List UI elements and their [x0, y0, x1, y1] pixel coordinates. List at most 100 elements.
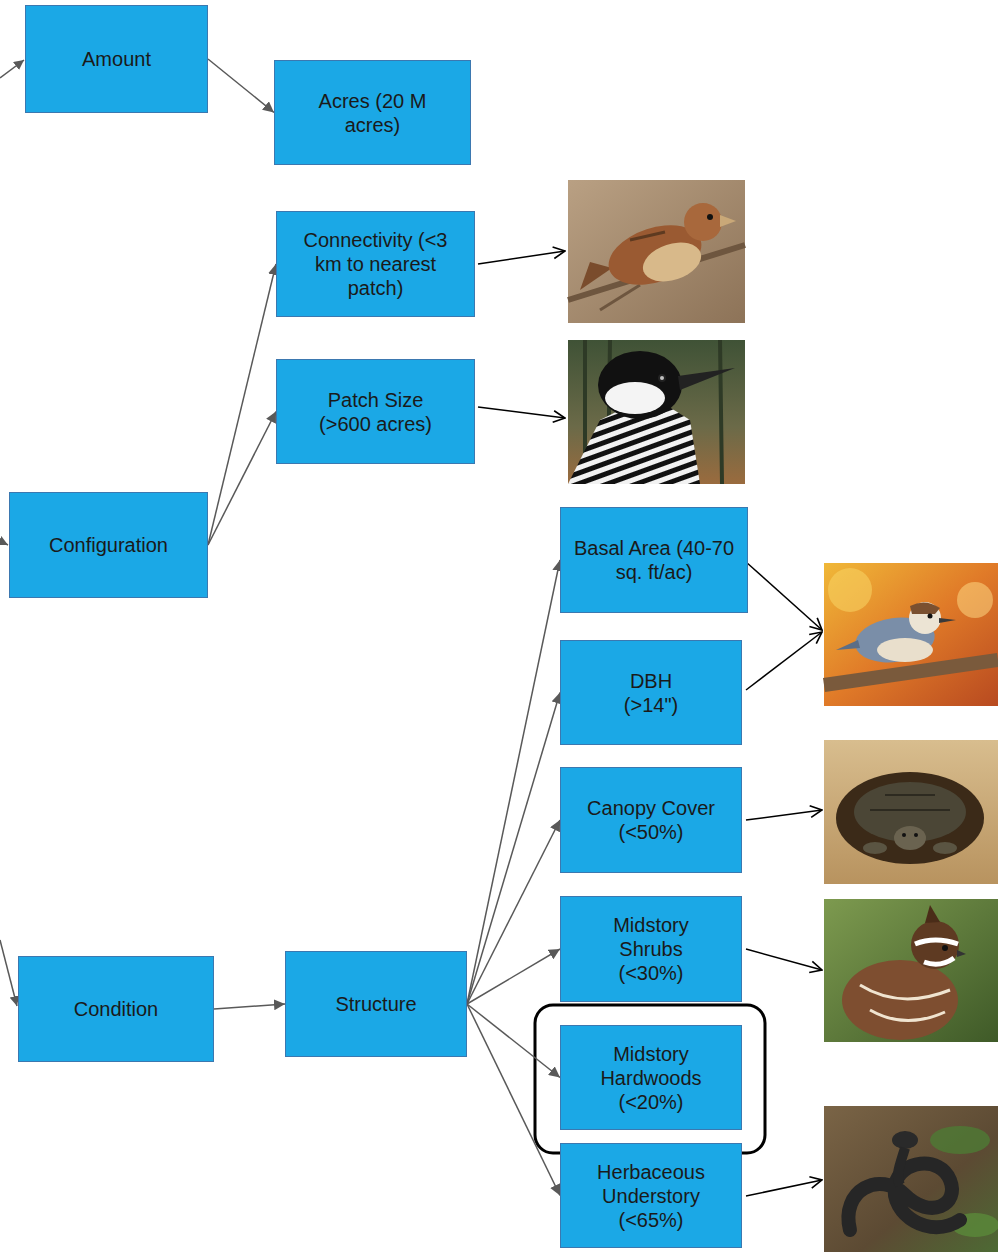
snake-photo	[824, 1106, 998, 1252]
photo-pointer	[746, 949, 822, 970]
woodpecker-photo-part	[660, 376, 664, 380]
woodpecker-photo-part	[678, 368, 735, 390]
nuthatch-photo	[824, 563, 998, 706]
nuthatch-photo-part	[828, 568, 872, 612]
incoming-line	[0, 541, 8, 545]
sparrow-photo-part	[630, 232, 665, 240]
process-box: Patch Size (>600 acres)	[276, 359, 475, 464]
connector-arrow	[467, 560, 560, 1004]
process-box: Condition	[18, 956, 214, 1062]
quail-photo-part	[924, 958, 954, 964]
box-label: Condition	[74, 997, 159, 1021]
nuthatch-photo-part	[824, 660, 998, 685]
nuthatch-photo-part	[957, 582, 993, 618]
connector-arrow	[467, 1004, 560, 1078]
woodpecker-photo-part	[598, 351, 682, 419]
snake-photo-part	[930, 1126, 990, 1154]
nuthatch-photo-part	[910, 602, 940, 614]
process-box: DBH (>14")	[560, 640, 742, 745]
process-box: Canopy Cover (<50%)	[560, 767, 742, 873]
sparrow-photo-part	[638, 236, 706, 289]
quail-photo-part	[860, 985, 950, 999]
quail-photo-part	[842, 960, 958, 1040]
nuthatch-photo-part	[877, 638, 933, 662]
connector-arrow	[467, 693, 560, 1005]
nuthatch-photo-part	[909, 602, 941, 634]
woodpecker-photo-part	[605, 382, 665, 414]
tortoise-photo-part	[870, 795, 950, 810]
connector-arrow	[208, 264, 276, 545]
incoming-line	[0, 940, 17, 1006]
woodpecker-photo	[568, 340, 745, 484]
box-label: Acres (20 M acres)	[303, 89, 443, 137]
quail-photo-part	[870, 1010, 945, 1021]
nuthatch-photo-part	[939, 618, 956, 623]
snake-photo-part	[824, 1106, 998, 1252]
process-box: Midstory Shrubs (<30%)	[560, 896, 742, 1002]
tortoise-photo-part	[863, 842, 887, 854]
nuthatch-photo-part	[928, 614, 933, 619]
process-box: Basal Area (40-70 sq. ft/ac)	[560, 507, 748, 613]
snake-photo-part	[892, 1131, 918, 1149]
sparrow-photo	[568, 180, 745, 323]
connector-arrow	[208, 412, 276, 546]
quail-photo-part	[942, 945, 948, 951]
sparrow-photo-part	[580, 262, 612, 290]
tortoise-photo-part	[824, 740, 998, 884]
woodpecker-photo-part	[658, 374, 666, 382]
box-label: Canopy Cover (<50%)	[576, 796, 726, 844]
sparrow-photo-part	[600, 285, 640, 310]
quail-photo-part	[915, 940, 958, 944]
tortoise-photo-part	[933, 842, 957, 854]
tortoise-photo-part	[894, 826, 926, 850]
photo-pointer	[746, 810, 822, 820]
nuthatch-photo-part	[824, 563, 998, 706]
box-label: Patch Size (>600 acres)	[311, 388, 441, 436]
tortoise-photo-part	[836, 772, 984, 864]
tortoise-photo-part	[902, 833, 906, 837]
snake-photo-part	[898, 1148, 905, 1185]
snake-photo-part	[848, 1164, 960, 1230]
quail-photo	[824, 899, 998, 1042]
highlight-frame	[535, 1005, 765, 1153]
woodpecker-photo-part	[568, 340, 745, 484]
box-label: Amount	[82, 47, 151, 71]
photo-pointer	[746, 1180, 822, 1196]
photo-pointer	[478, 251, 565, 264]
box-label: DBH (>14")	[611, 669, 691, 717]
process-box: Herbaceous Understory (<65%)	[560, 1143, 742, 1248]
connector-arrow	[467, 1004, 560, 1196]
process-box: Connectivity (<3 km to nearest patch)	[276, 211, 475, 317]
process-box: Configuration	[9, 492, 208, 598]
sparrow-photo-part	[684, 203, 722, 241]
box-label: Structure	[335, 992, 416, 1016]
box-label: Configuration	[49, 533, 168, 557]
photo-pointer	[478, 407, 565, 418]
box-label: Basal Area (40-70 sq. ft/ac)	[569, 536, 739, 584]
connector-arrow	[214, 1004, 285, 1009]
process-box: Midstory Hardwoods (<20%)	[560, 1025, 742, 1130]
quail-photo-part	[911, 921, 959, 969]
box-label: Herbaceous Understory (<65%)	[586, 1160, 716, 1232]
sparrow-photo-part	[707, 214, 713, 220]
sparrow-photo-part	[720, 215, 736, 227]
sparrow-photo-part	[568, 180, 745, 323]
box-label: Connectivity (<3 km to nearest patch)	[301, 228, 451, 300]
box-label: Midstory Hardwoods (<20%)	[594, 1042, 709, 1114]
connector-arrow	[467, 949, 560, 1004]
incoming-line	[0, 60, 24, 78]
quail-photo-part	[957, 950, 966, 957]
nuthatch-photo-part	[836, 640, 860, 650]
tortoise-photo	[824, 740, 998, 884]
process-box: Acres (20 M acres)	[274, 60, 471, 165]
process-box: Amount	[25, 5, 208, 113]
photo-pointer	[746, 562, 822, 630]
tortoise-photo-part	[914, 833, 918, 837]
box-label: Midstory Shrubs (<30%)	[596, 913, 706, 985]
photo-pointer	[746, 632, 822, 690]
connector-arrow	[467, 820, 560, 1004]
process-box: Structure	[285, 951, 467, 1057]
